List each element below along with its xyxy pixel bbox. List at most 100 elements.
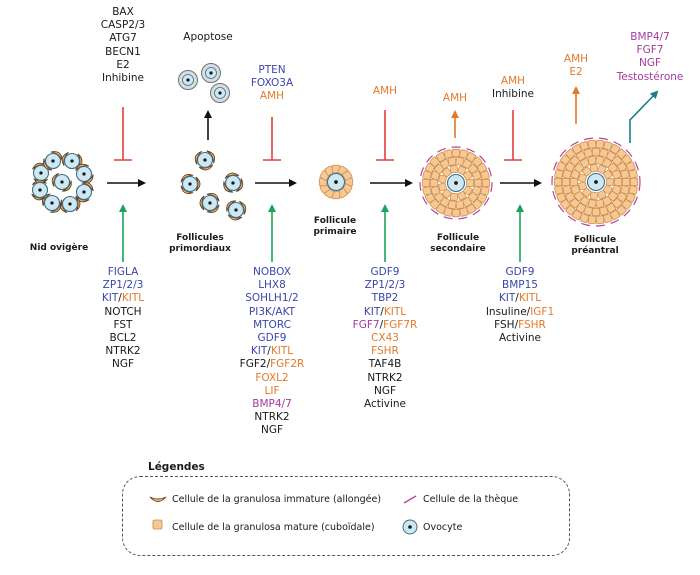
primary-follicle-illustration: [318, 164, 354, 200]
inhibition-bar-4: [504, 110, 522, 161]
primordial-follicle: [194, 150, 215, 171]
oocyte-nucleus: [38, 188, 42, 192]
mature-granulosa-cell: [556, 161, 567, 172]
list-entry: PTEN: [258, 64, 286, 76]
list-entry: AMH: [372, 85, 398, 97]
oocyte-nucleus: [594, 180, 598, 184]
oocyte-nucleus: [70, 159, 74, 163]
mature-granulosa-cell: [421, 178, 431, 188]
mature-granulosa-cell: [628, 185, 638, 195]
mature-granulosa-cell: [587, 215, 597, 225]
theca-layer: [551, 137, 641, 227]
oocyte-nucleus: [60, 180, 64, 184]
mature-granulosa-cell: [621, 177, 631, 187]
oocyte-nucleus: [50, 201, 54, 205]
mature-granulosa-cell: [569, 177, 579, 187]
oocyte: [31, 181, 49, 199]
mature-granulosa-cell: [625, 192, 636, 203]
list-entry: FGF2/FGF2R: [227, 358, 317, 371]
immature-granulosa-cell: [227, 214, 243, 221]
list-entry-segment: Insuline/: [485, 305, 531, 318]
list-entry-segment: NGF: [111, 358, 135, 371]
nest-oocyte: [43, 151, 63, 171]
list-entry: TAF4B: [340, 358, 430, 371]
mature-granulosa-cell: [560, 199, 571, 210]
oocyte-nucleus: [82, 172, 86, 176]
immature-granulosa-cell: [61, 152, 69, 166]
mature-granulosa-cell: [579, 213, 590, 223]
list-entry: FOXO3A: [250, 77, 294, 90]
mature-granulosa-cell: [465, 151, 477, 163]
list-entry: E2: [569, 66, 583, 79]
mature-granulosa-cell: [599, 206, 609, 216]
list-entry: PI3K/AKT: [227, 306, 317, 319]
mature-granulosa-cell: [457, 191, 467, 201]
legend-mature-icon: [152, 519, 163, 530]
mature-granulosa-cell: [589, 163, 599, 173]
mature-granulosa-cell: [562, 169, 572, 179]
oocyte-nucleus: [208, 201, 212, 205]
list-entry-segment: /: [118, 292, 122, 305]
oocyte: [201, 194, 219, 212]
list-entry: BMP4/7: [227, 398, 317, 411]
list-entry-segment: NOBOX: [253, 266, 291, 278]
secretion-arrows: [451, 86, 659, 143]
mature-granulosa-cell: [429, 199, 440, 210]
mature-granulosa-cell: [575, 202, 587, 214]
oocyte: [63, 152, 81, 170]
mature-granulosa-cell: [583, 148, 593, 158]
mature-granulosa-cell: [481, 178, 491, 188]
mature-granulosa-cell: [554, 169, 564, 179]
list-entry-segment: NGF: [260, 424, 284, 437]
mature-granulosa-cell: [553, 177, 563, 187]
oocyte: [446, 173, 466, 193]
list-entry: GDF9: [470, 266, 570, 279]
mature-granulosa-cell: [612, 155, 623, 166]
mature-granulosa-cell: [569, 198, 580, 209]
mature-granulosa-cell: [443, 149, 453, 159]
immature-granulosa-cell: [206, 150, 215, 164]
secretions-secondaire: AMH: [420, 92, 490, 105]
mature-granulosa-cell: [616, 191, 628, 203]
list-entry: BECN1: [105, 45, 141, 58]
mature-granulosa-cell: [591, 207, 601, 217]
mature-granulosa-cell: [603, 169, 613, 180]
list-entry-segment: TAF4B: [368, 358, 402, 371]
preantral-follicle-illustration: [551, 137, 641, 227]
mature-granulosa-cell: [603, 184, 613, 195]
primordial-follicle: [223, 172, 244, 193]
immature-granulosa-cell: [50, 203, 62, 213]
mature-granulosa-cell: [605, 202, 617, 214]
legend-immature-label: Cellule de la granulosa immature (allong…: [172, 494, 382, 505]
list-entry-segment: SOHLH1/2: [245, 292, 299, 305]
list-entry: Insuline/IGF1: [470, 306, 570, 319]
list-entry-segment: KIT: [101, 292, 119, 305]
immature-granulosa-cell: [206, 193, 220, 202]
immature-granulosa-cell: [61, 180, 72, 192]
progression-arrows: [107, 110, 542, 187]
apoptotic-oocyte: [210, 83, 230, 103]
list-entry: AMH: [500, 75, 526, 87]
list-entry: GDF9: [340, 266, 430, 279]
mature-granulosa-cell: [620, 169, 630, 179]
primordial-follicle: [226, 200, 247, 221]
nest-oocyte: [51, 172, 72, 192]
list-entry: BAX: [112, 6, 134, 18]
mature-granulosa-cell: [449, 164, 459, 174]
mature-granulosa-cell: [449, 192, 459, 202]
immature-granulosa-cell: [180, 174, 194, 183]
mature-granulosa-cell: [443, 207, 453, 217]
mature-granulosa-cell: [612, 198, 623, 209]
legend-theca-label: Cellule de la thèque: [423, 494, 519, 505]
oocyte: [44, 152, 62, 170]
mature-granulosa-cell: [422, 186, 432, 196]
list-entry-segment: LHX8: [258, 279, 286, 292]
mature-granulosa-cell: [438, 182, 447, 192]
list-entry-segment: /: [379, 318, 384, 331]
list-entry: ZP1/2/3: [78, 279, 168, 292]
list-entry-segment: Activine: [498, 332, 542, 345]
nest-oocyte: [59, 195, 81, 214]
list-entry: NOBOX: [227, 266, 317, 279]
mature-granulosa-cell: [609, 144, 621, 155]
